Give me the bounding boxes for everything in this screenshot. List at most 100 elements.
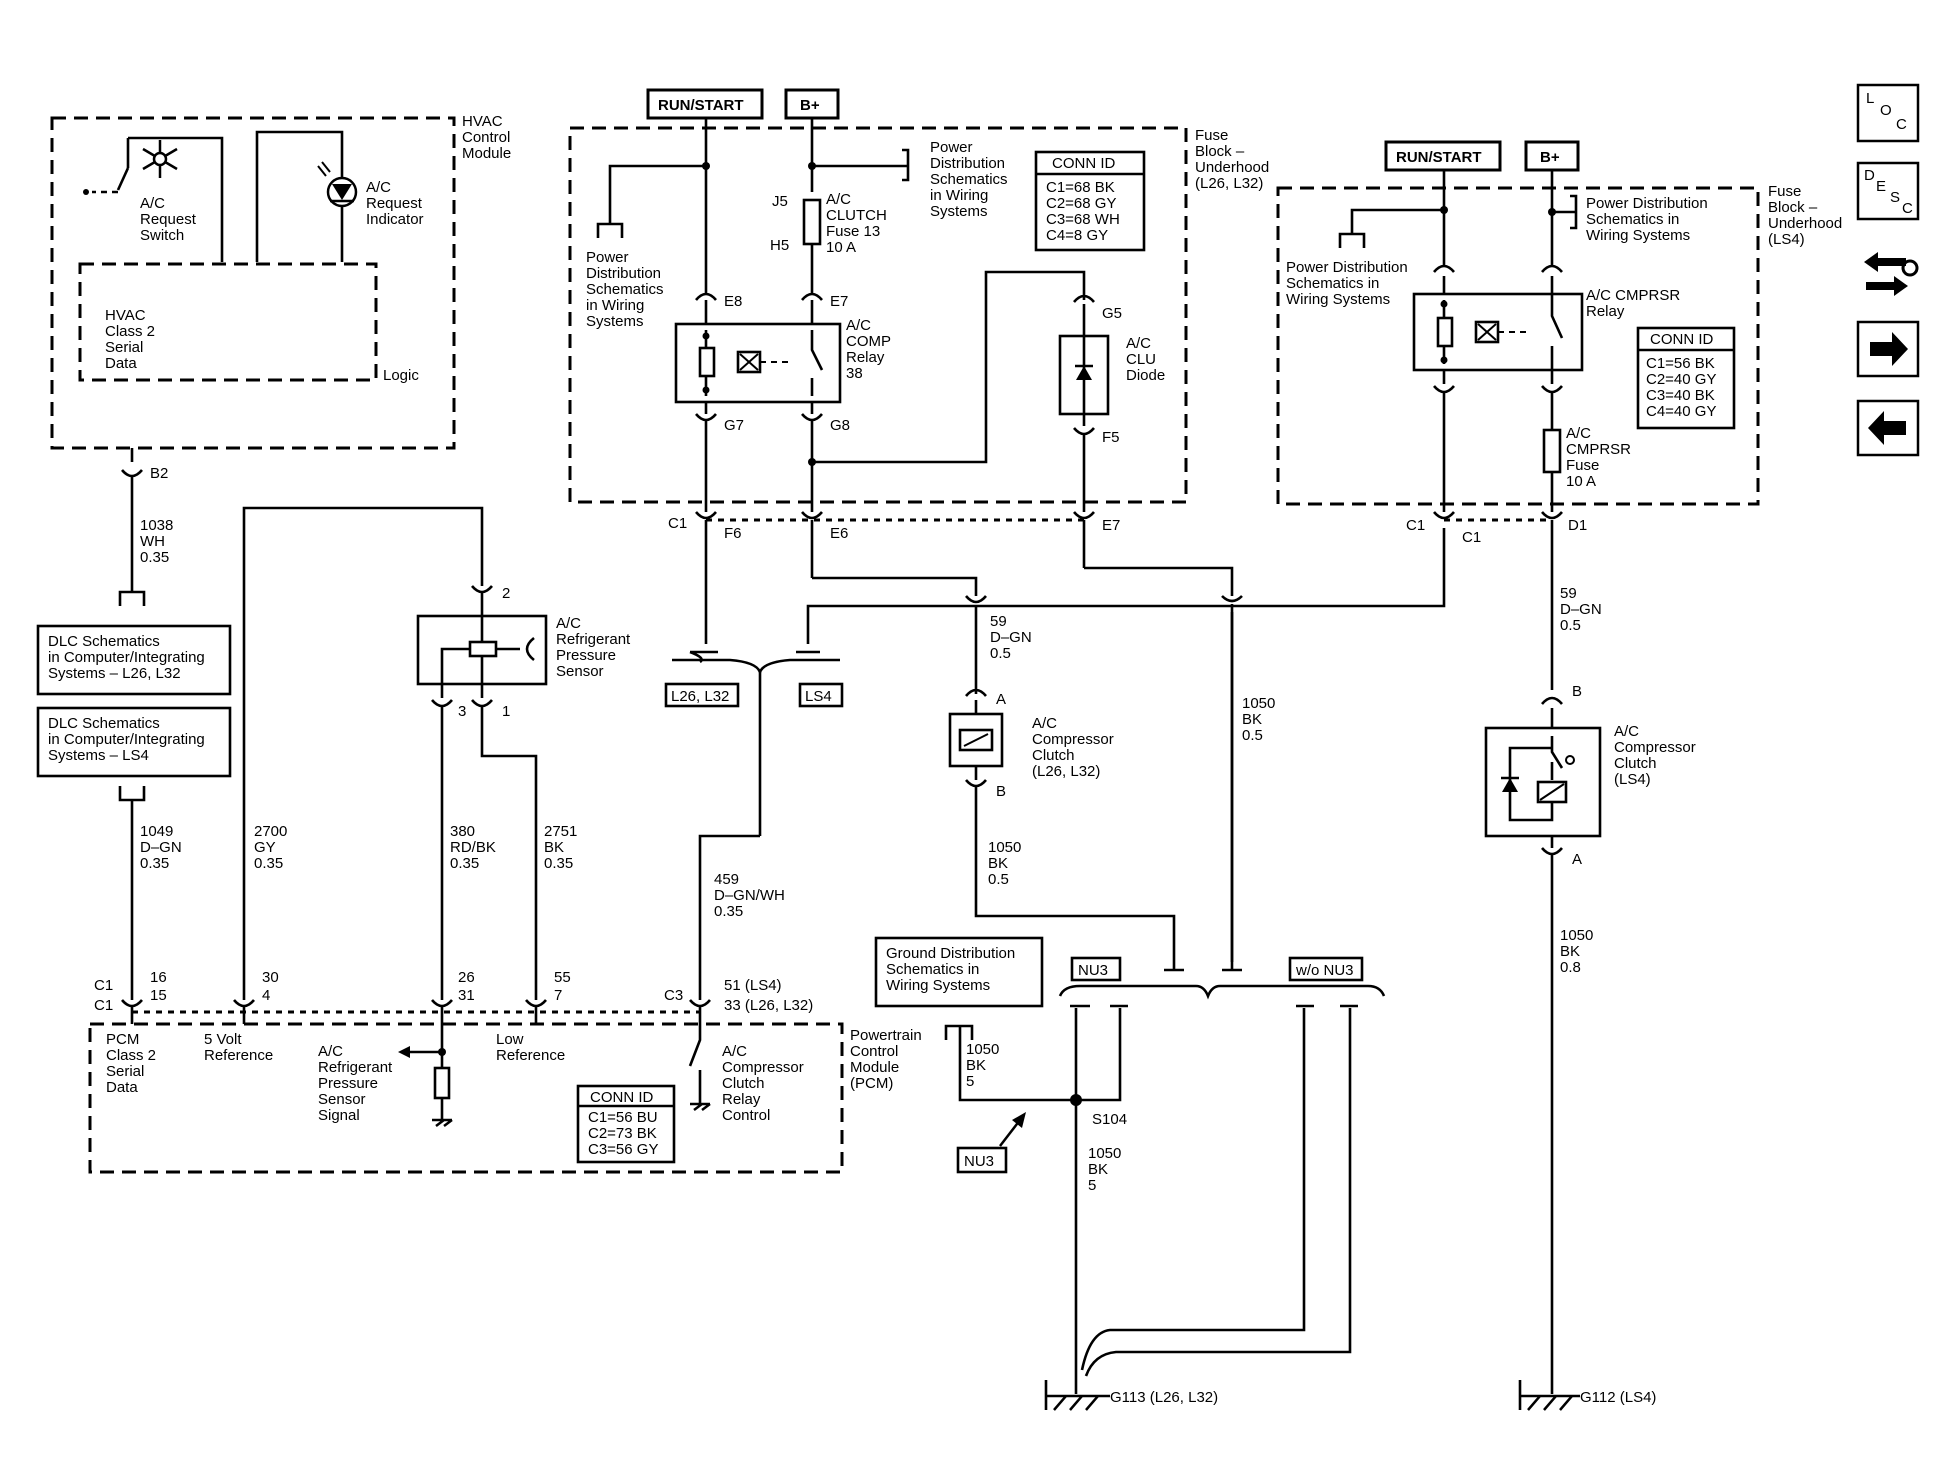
clutch-ls4-pin-a: A xyxy=(1572,851,1582,868)
connector-swap-icon[interactable] xyxy=(1864,252,1919,296)
wire-59-label: 59 xyxy=(1560,585,1577,602)
ac-clu-diode xyxy=(1058,334,1110,416)
ground-g112-icon xyxy=(1518,1380,1580,1411)
wire-59-label: D–GN xyxy=(1560,601,1602,618)
wire-59-label: 0.5 xyxy=(990,645,1011,662)
ground-icon xyxy=(432,1118,453,1127)
pcm-label: Module xyxy=(850,1059,899,1076)
ac-request-indicator-label: A/C xyxy=(366,179,391,196)
pcm-pin: 26 xyxy=(458,969,475,986)
pcm-serial-label: Class 2 xyxy=(106,1047,156,1064)
ac-comp-relay xyxy=(674,322,842,404)
loc-nav-button[interactable]: L O C xyxy=(1856,83,1920,143)
pin-g5: G5 xyxy=(1102,305,1122,322)
ac-request-indicator-label: Indicator xyxy=(366,211,424,228)
pcm-outline xyxy=(88,1022,844,1174)
opt-nu3-text: NU3 xyxy=(1078,962,1108,979)
conn-id-row: C3=56 GY xyxy=(588,1141,658,1158)
sensor-label: A/C xyxy=(556,615,581,632)
wire-1050-label: 5 xyxy=(1088,1177,1096,1194)
wire-1050-label: 1050 xyxy=(988,839,1021,856)
conn-id-row: C1=68 BK xyxy=(1046,179,1115,196)
wire-2751-label: 0.35 xyxy=(544,855,573,872)
dlc-l26-box[interactable]: DLC Schematics in Computer/Integrating S… xyxy=(36,624,232,696)
conn-id-row: C2=40 GY xyxy=(1646,371,1716,388)
pcm-pin: 31 xyxy=(458,987,475,1004)
desc-nav-button[interactable]: D E S C xyxy=(1856,161,1920,221)
wire-1050-label: 0.5 xyxy=(1242,727,1263,744)
sensor-pin-2: 2 xyxy=(502,585,510,602)
ground-distribution-box[interactable]: Ground Distribution Schematics in Wiring… xyxy=(874,936,1044,1008)
wire-459-label: D–GN/WH xyxy=(714,887,785,904)
wire-1050-label: 1050 xyxy=(1088,1145,1121,1162)
nu3-arrow-tag: NU3 xyxy=(956,1112,1026,1174)
clutch-ls4-label: A/C xyxy=(1614,723,1639,740)
dlc-ls4-box[interactable]: DLC Schematics in Computer/Integrating S… xyxy=(36,706,232,778)
hvac-serial-label: Class 2 xyxy=(105,323,155,340)
wire-1050-label: BK xyxy=(966,1057,986,1074)
conn-id-title: CONN ID xyxy=(590,1089,654,1106)
pds-ls4-left-label: Schematics in xyxy=(1286,275,1379,292)
pin-j5: J5 xyxy=(772,193,788,210)
conn-id-l26: CONN ID C1=68 BK C2=68 GY C3=68 WH C4=8 … xyxy=(1034,150,1146,252)
fuse-block-l26-label: Block – xyxy=(1195,143,1245,160)
back-arrow-button[interactable] xyxy=(1856,399,1920,457)
pcm-pin: 33 (L26, L32) xyxy=(724,997,813,1014)
conn-id-title: CONN ID xyxy=(1650,331,1714,348)
diode-label: A/C xyxy=(1126,335,1151,352)
desc-letter: S xyxy=(1890,189,1900,206)
pcm-signal-label: Signal xyxy=(318,1107,360,1124)
clutch-ls4-label: (LS4) xyxy=(1614,771,1651,788)
pcm-label: (PCM) xyxy=(850,1075,893,1092)
ground-g113-icon xyxy=(1044,1380,1110,1411)
pcm-pin: 7 xyxy=(554,987,562,1004)
hvac-serial-label: HVAC xyxy=(105,307,146,324)
relay-38-label: Relay xyxy=(846,349,885,366)
run-start-label-ls4: RUN/START xyxy=(1384,140,1502,172)
pcm-label: Control xyxy=(850,1043,898,1060)
wire-2751-label: 2751 xyxy=(544,823,577,840)
loc-letter: O xyxy=(1880,102,1892,119)
bplus-text: B+ xyxy=(800,97,820,114)
pcm-5v-label: Reference xyxy=(204,1047,273,1064)
gds-label: Schematics in xyxy=(886,961,979,978)
pcm-signal-label: Sensor xyxy=(318,1091,366,1108)
pcm-relay-ctrl-label: A/C xyxy=(722,1043,747,1060)
sensor-pin-1: 1 xyxy=(502,703,510,720)
pcm-signal-label: Pressure xyxy=(318,1075,378,1092)
conn-id-row: C2=68 GY xyxy=(1046,195,1116,212)
conn-id-row: C4=40 GY xyxy=(1646,403,1716,420)
dlc-ls4-label: Systems – LS4 xyxy=(48,747,149,764)
wire-1049-label: 0.35 xyxy=(140,855,169,872)
desc-letter: C xyxy=(1902,200,1913,217)
pin-e7b: E7 xyxy=(1102,517,1120,534)
dlc-ls4-label: DLC Schematics xyxy=(48,715,160,732)
wire-59-label: 59 xyxy=(990,613,1007,630)
run-start-label-l26: RUN/START xyxy=(646,88,764,120)
sensor-label: Pressure xyxy=(556,647,616,664)
ac-compressor-clutch-ls4 xyxy=(1484,726,1602,838)
pin-e6: E6 xyxy=(830,525,848,542)
clutch-ls4-label: Compressor xyxy=(1614,739,1696,756)
fuse-block-ls4-label: Fuse xyxy=(1768,183,1801,200)
pcm-pin-c1b: C1 xyxy=(94,997,113,1014)
pin-c1-left: C1 xyxy=(668,515,687,532)
ac-request-switch-label: A/C xyxy=(140,195,165,212)
forward-arrow-button[interactable] xyxy=(1856,320,1920,378)
wire-1049-label: 1049 xyxy=(140,823,173,840)
pin-f6: F6 xyxy=(724,525,742,542)
opt-ls4-tag: LS4 xyxy=(798,682,844,708)
opt-l26-text: L26, L32 xyxy=(671,688,729,705)
diode-label: CLU xyxy=(1126,351,1156,368)
bplus-text: B+ xyxy=(1540,149,1560,166)
pin-c1-ls4-a: C1 xyxy=(1406,517,1425,534)
pcm-serial-label: PCM xyxy=(106,1031,139,1048)
wire-1050-label: 0.8 xyxy=(1560,959,1581,976)
fuse-block-ls4-label: Underhood xyxy=(1768,215,1842,232)
pds-right-label: Distribution xyxy=(930,155,1005,172)
wire-380-label: 0.35 xyxy=(450,855,479,872)
wire-59-label: 0.5 xyxy=(1560,617,1581,634)
bplus-label-ls4: B+ xyxy=(1524,140,1580,172)
pin-e7: E7 xyxy=(830,293,848,310)
ac-request-switch-label: Switch xyxy=(140,227,184,244)
